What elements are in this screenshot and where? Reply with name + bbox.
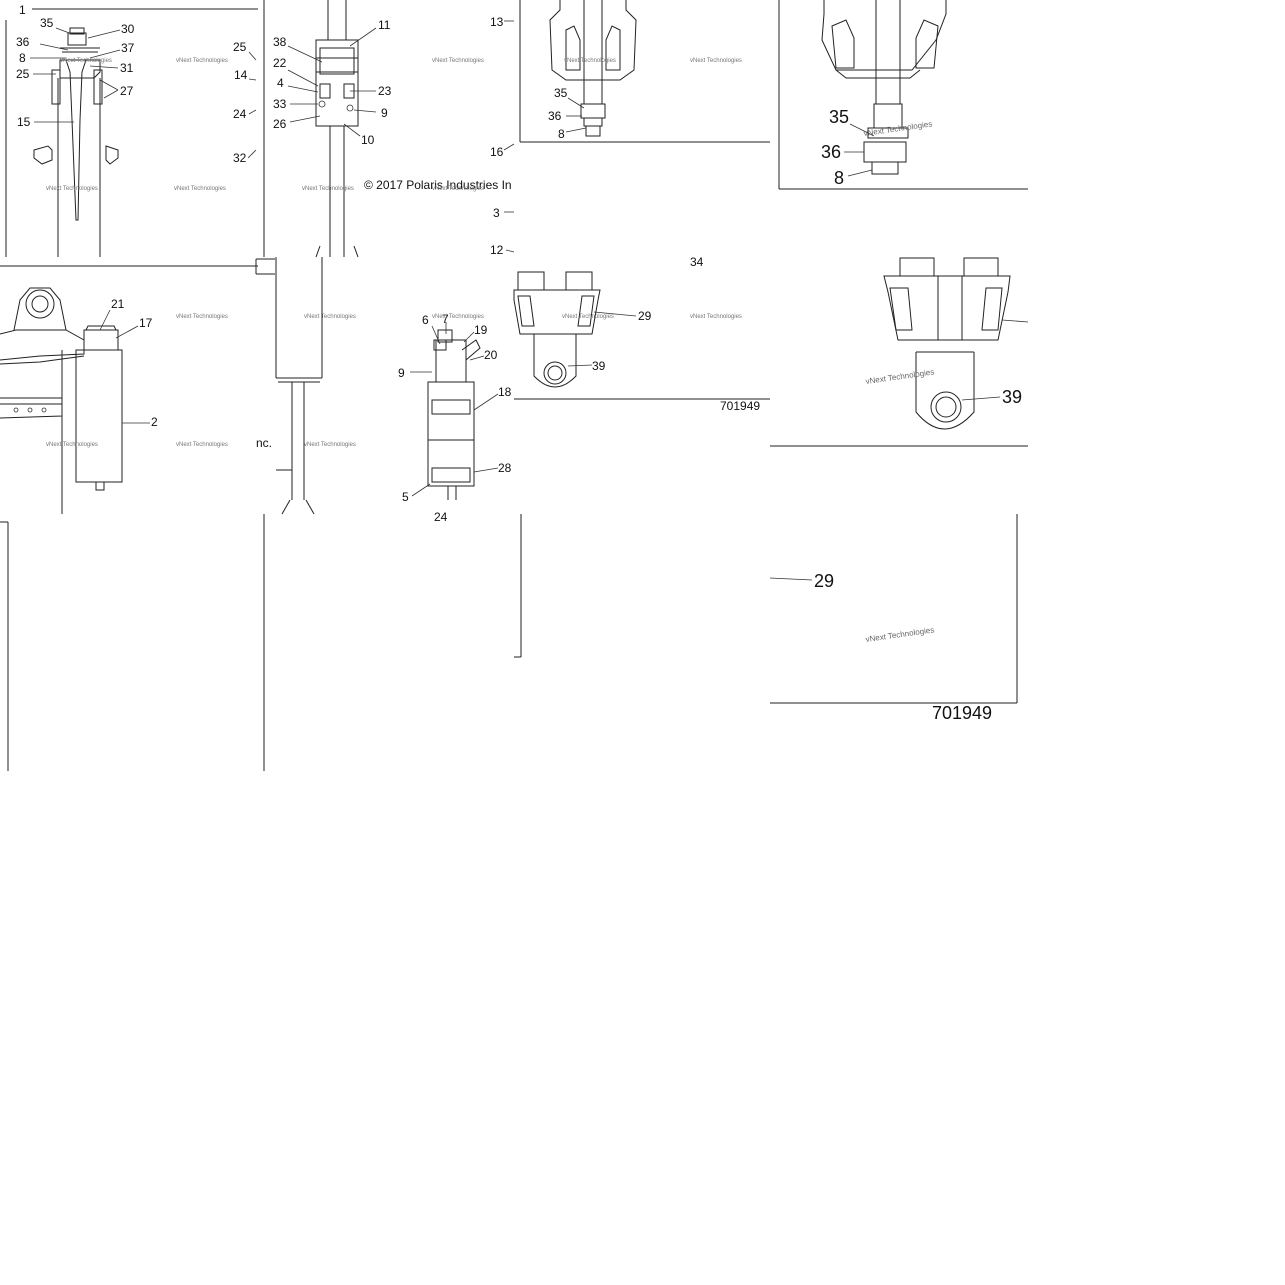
copyright-notice: © 2017 Polaris Industries In [364,178,512,192]
watermark: vNext Technologies [562,314,614,320]
watermark: vNext Technologies [304,442,356,448]
watermark: vNext Technologies [432,58,484,64]
callout-12: 12 [490,243,504,257]
callout-26: 26 [273,117,287,131]
callout-labels: 1 35 30 36 37 8 31 25 27 15 25 14 24 32 … [16,3,704,524]
callout-24-partial: 24 [434,510,448,524]
callout-7: 7 [442,312,449,326]
watermark: vNext Technologies [432,186,484,192]
callout-24: 24 [233,107,247,121]
callout-21: 21 [111,297,125,311]
drawing-number: 701949 [720,399,760,413]
tile-frames [0,0,1028,771]
callout-35-small: 35 [554,86,568,100]
watermark: vNext Technologies [690,58,742,64]
callout-18: 18 [498,385,512,399]
callout-11: 11 [378,18,391,32]
shock-internals-top [315,0,359,258]
callout-27: 27 [120,84,134,98]
callout-35: 35 [40,16,54,30]
callout-36-zoomed: 36 [821,142,841,162]
callout-34: 34 [690,255,704,269]
watermark: vNext Technologies [46,442,98,448]
callout-5: 5 [402,490,409,504]
callout-36-small: 36 [548,109,562,123]
callout-25: 25 [16,67,30,81]
callout-13: 13 [490,15,504,29]
callout-16: 16 [490,145,504,159]
strut-top-left [33,27,119,257]
callout-38: 38 [273,35,287,49]
watermark: vNext Technologies [863,119,933,138]
shock-with-reservoir [0,287,123,514]
callout-15: 15 [17,115,31,129]
callout-19: 19 [474,323,488,337]
callout-8-zoomed: 8 [834,168,844,188]
callout-20: 20 [484,348,498,362]
callout-8-small: 8 [558,127,565,141]
callout-6: 6 [422,313,429,327]
watermark: vNext Technologies [564,58,616,64]
callout-1: 1 [19,3,26,17]
callout-31: 31 [120,61,134,75]
eyelet-right-zoomed [883,257,1011,430]
callout-17: 17 [139,316,153,330]
valve-body [427,329,481,500]
callout-29-zoomed: 29 [814,571,834,591]
watermark: vNext Technologies [174,186,226,192]
callout-23: 23 [378,84,392,98]
callout-36: 36 [16,35,30,49]
eyelet-middle-small [513,271,601,388]
watermark: vNext Technologies [865,625,935,644]
callout-32: 32 [233,151,247,165]
callout-29-small: 29 [638,309,652,323]
watermark: vNext Technologies [46,186,98,192]
shock-shaft-middle [275,257,323,515]
callout-4: 4 [277,76,284,90]
clevis-top-zoomed [821,0,947,175]
watermark: vNext Technologies [304,314,356,320]
callout-9: 9 [381,106,388,120]
watermark: vNext Technologies [176,58,228,64]
callout-37: 37 [121,41,135,55]
callout-labels-zoomed: 35 36 8 39 29 701949 [814,107,1022,723]
copyright-notice-tail: nc. [256,436,272,450]
callout-25b: 25 [233,40,247,54]
callout-10: 10 [361,133,375,147]
callout-39-small: 39 [592,359,606,373]
leader-lines [30,20,1029,581]
callout-33: 33 [273,97,287,111]
watermark: vNext Technologies [302,186,354,192]
callout-9b: 9 [398,366,405,380]
drawing-number-zoomed: 701949 [932,703,992,723]
watermark: vNext Technologies [865,367,935,386]
callout-35-zoomed: 35 [829,107,849,127]
watermark: vNext Technologies [690,314,742,320]
callout-28: 28 [498,461,512,475]
watermark: vNext Technologies [176,314,228,320]
watermark: vNext Technologies [176,442,228,448]
callout-14: 14 [234,68,248,82]
watermark: vNext Technologies [60,58,112,64]
callout-3: 3 [493,206,500,220]
callout-2: 2 [151,415,158,429]
callout-39-zoomed: 39 [1002,387,1022,407]
callout-22: 22 [273,56,287,70]
watermark: vNext Technologies [432,314,484,320]
callout-30: 30 [121,22,135,36]
callout-8: 8 [19,51,26,65]
clevis-top-small [549,0,637,137]
